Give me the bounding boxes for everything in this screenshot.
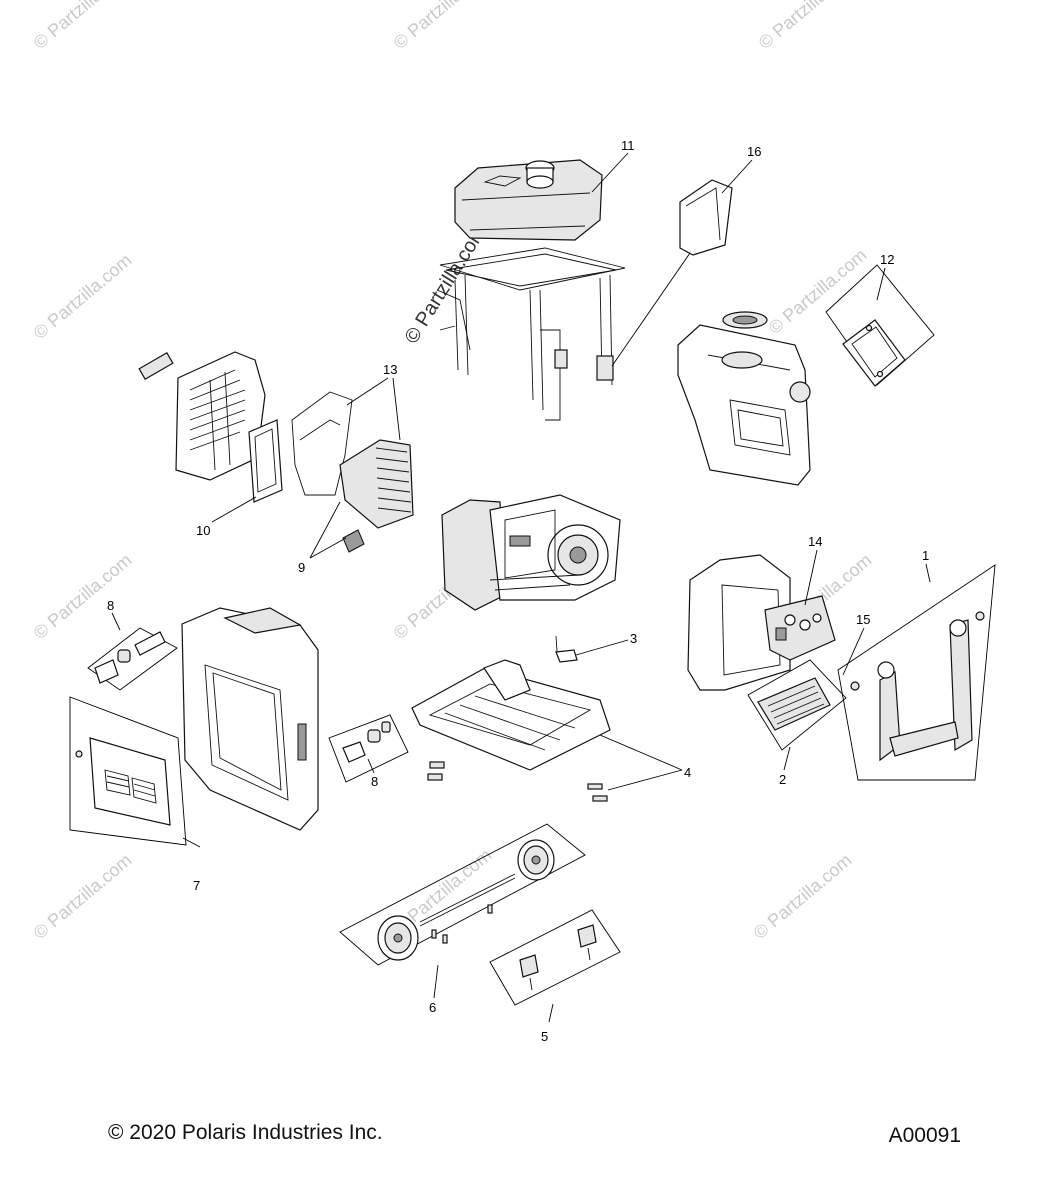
callout-1: 1 — [922, 548, 929, 563]
watermark: © Partzilla.com — [30, 0, 136, 53]
leader-line — [599, 734, 683, 771]
leader-line — [611, 252, 691, 367]
leader-line — [548, 1003, 554, 1023]
side-vent-cover — [75, 737, 171, 826]
leader-line — [211, 496, 257, 523]
air-filter-element — [339, 439, 414, 553]
leader-line — [111, 612, 121, 631]
latch-assembly — [342, 721, 391, 763]
leader-line — [392, 377, 401, 441]
leader-line — [842, 627, 865, 676]
callout-box-8-upper — [87, 627, 178, 691]
leader-line — [182, 837, 201, 848]
watermark: © Partzilla.com — [30, 250, 136, 343]
carry-handle — [850, 611, 985, 762]
leader-line — [433, 964, 439, 999]
air-filter-bracket — [291, 391, 353, 496]
callout-8: 8 — [107, 598, 114, 613]
callout-2: 2 — [779, 772, 786, 787]
callout-6: 6 — [429, 1000, 436, 1015]
callout-15: 15 — [856, 612, 870, 627]
callout-5: 5 — [541, 1029, 548, 1044]
leader-line — [607, 769, 683, 791]
vent-grille — [757, 677, 831, 731]
callout-box-8-lower — [328, 714, 409, 783]
rubber-foot — [429, 761, 445, 769]
leader-line — [783, 746, 791, 771]
callout-7: 7 — [193, 878, 200, 893]
leader-line — [876, 267, 886, 301]
leader-line — [575, 639, 629, 656]
right-side-housing — [677, 311, 811, 486]
watermark: © Partzilla.com — [390, 0, 496, 53]
mount-pad — [592, 795, 608, 802]
side-panel-cover — [842, 319, 906, 387]
callout-box-7 — [69, 696, 187, 846]
control-panel-housing — [687, 554, 836, 691]
left-side-housing — [138, 351, 266, 481]
latch-assembly — [94, 631, 166, 684]
control-cover — [679, 179, 733, 256]
watermark: © Partzilla.com — [765, 245, 871, 338]
part-3-bracket — [555, 635, 578, 663]
watermark: © Partzilla.com — [755, 0, 861, 53]
air-filter-gasket — [248, 419, 283, 503]
engine-assembly — [441, 494, 621, 611]
callout-12: 11 — [621, 138, 635, 153]
leader-line — [721, 159, 753, 194]
callout-3: 3 — [630, 631, 637, 646]
leader-line — [346, 377, 389, 406]
leader-line — [309, 537, 347, 559]
callout-14: 14 — [808, 534, 822, 549]
callout-8b: 8 — [371, 774, 378, 789]
callout-box-5 — [489, 909, 621, 1006]
leader-line — [804, 549, 818, 606]
callout-box-6 — [339, 823, 586, 966]
callout-box-1 — [837, 564, 996, 781]
base-tray — [411, 659, 611, 771]
foot-kit — [519, 924, 597, 991]
callout-9: 9 — [298, 560, 305, 575]
callout-13: 12 — [880, 252, 894, 267]
watermark: © Partzilla.com — [30, 850, 136, 943]
callout-10: 13 — [383, 362, 397, 377]
tank-frame — [436, 247, 626, 421]
copyright-notice: © 2020 Polaris Industries Inc. — [108, 1121, 383, 1144]
leader-line — [309, 501, 341, 559]
leader-line — [925, 563, 931, 583]
fuel-tank-assembly — [454, 159, 603, 241]
wheel-kit — [377, 839, 555, 961]
rubber-foot — [427, 773, 443, 781]
callout-4: 4 — [684, 765, 691, 780]
callout-box-2 — [747, 659, 847, 751]
leader-line — [591, 152, 629, 193]
leader-line — [367, 758, 375, 774]
callout-16: 16 — [747, 144, 761, 159]
watermark: © Partzilla.com — [750, 850, 856, 943]
callout-11: 10 — [196, 523, 210, 538]
lower-left-housing — [181, 607, 319, 831]
diagram-id: A00091 — [888, 1124, 961, 1147]
mount-pad — [587, 783, 603, 790]
